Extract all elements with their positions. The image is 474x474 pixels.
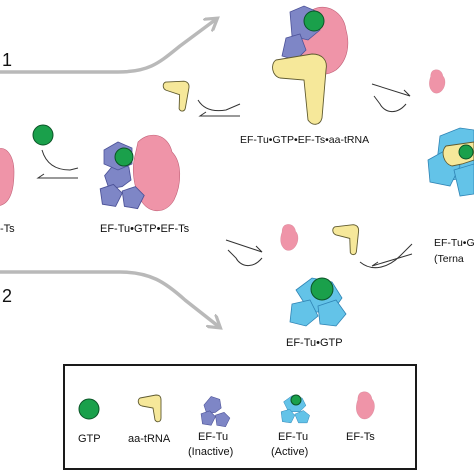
legend-item-aa-trna: aa-tRNA (128, 394, 171, 445)
legend: GTP aa-tRNA EF-Tu (Inactive) EF-Tu (Acti… (63, 364, 417, 470)
ternary-complex-label-line1: EF-Tu•G (434, 237, 474, 249)
free-aa-trna-bottom (330, 222, 360, 256)
legend-label-gtp: GTP (78, 433, 101, 445)
legend-sublabel-ef-tu-inactive: (Inactive) (188, 446, 233, 458)
legend-label-ef-ts: EF-Ts (346, 431, 375, 443)
ef-tu-gtp-ef-ts-aa-trna-label: EF-Tu•GTP•EF-Ts•aa-tRNA (240, 134, 369, 146)
ts-release-back-bottom (227, 249, 263, 266)
legend-box (63, 364, 417, 470)
ef-tu-gtp-ef-ts-aa-trna-complex (272, 5, 349, 125)
free-aa-trna-top (158, 77, 191, 113)
ts-release-arrow-top (371, 83, 411, 97)
gtp-equilibrium-back (36, 173, 78, 179)
ef-tu-active-gtp (290, 394, 302, 406)
gtp-molecule (32, 124, 54, 146)
gtp-icon (78, 398, 100, 420)
ef-tu-ef-ts-label: -Ts (0, 223, 15, 235)
ef-tu-gtp-label: EF-Tu•GTP (286, 337, 343, 349)
trna-icon (137, 394, 162, 423)
ternary-formation-arrow (359, 243, 413, 269)
free-ef-ts-bottom (280, 224, 299, 251)
legend-sublabel-ef-tu-active: (Active) (271, 446, 308, 458)
trna-binding-arrow (197, 99, 241, 112)
ef-tu-ef-ts-complex-partial (0, 148, 15, 206)
legend-item-gtp: GTP (78, 398, 101, 445)
trna-equilibrium-back (198, 111, 240, 117)
legend-label-ef-tu-active: EF-Tu (278, 431, 308, 443)
gtp-binding-arrow (41, 149, 79, 171)
pathway-1-arrow (0, 20, 215, 74)
ternary-complex-label-line2: (Terna (434, 253, 464, 265)
ef-tu-gtp-ef-ts-complex (99, 134, 181, 212)
pathway-2-arrow (0, 270, 218, 326)
legend-item-ef-tu-active: EF-Tu (Active) (271, 394, 310, 458)
ts-release-arrow-bottom (225, 239, 263, 253)
legend-item-ef-tu-inactive: EF-Tu (Inactive) (188, 396, 233, 458)
ef-tu-gtp-ef-ts-label: EF-Tu•GTP•EF-Ts (100, 223, 190, 235)
free-ef-ts-top (429, 69, 446, 94)
legend-item-ef-ts: EF-Ts (346, 391, 375, 443)
ts-release-back-top (373, 95, 407, 112)
pathway-1-label: 1 (2, 50, 12, 70)
ternary-complex-partial (427, 127, 474, 197)
ternary-formation-back (371, 253, 413, 267)
legend-label-ef-tu-inactive: EF-Tu (198, 431, 228, 443)
ef-tu-gtp-complex (289, 277, 347, 327)
pathway-2-label: 2 (2, 286, 12, 306)
legend-label-aa-trna: aa-tRNA (128, 433, 171, 445)
